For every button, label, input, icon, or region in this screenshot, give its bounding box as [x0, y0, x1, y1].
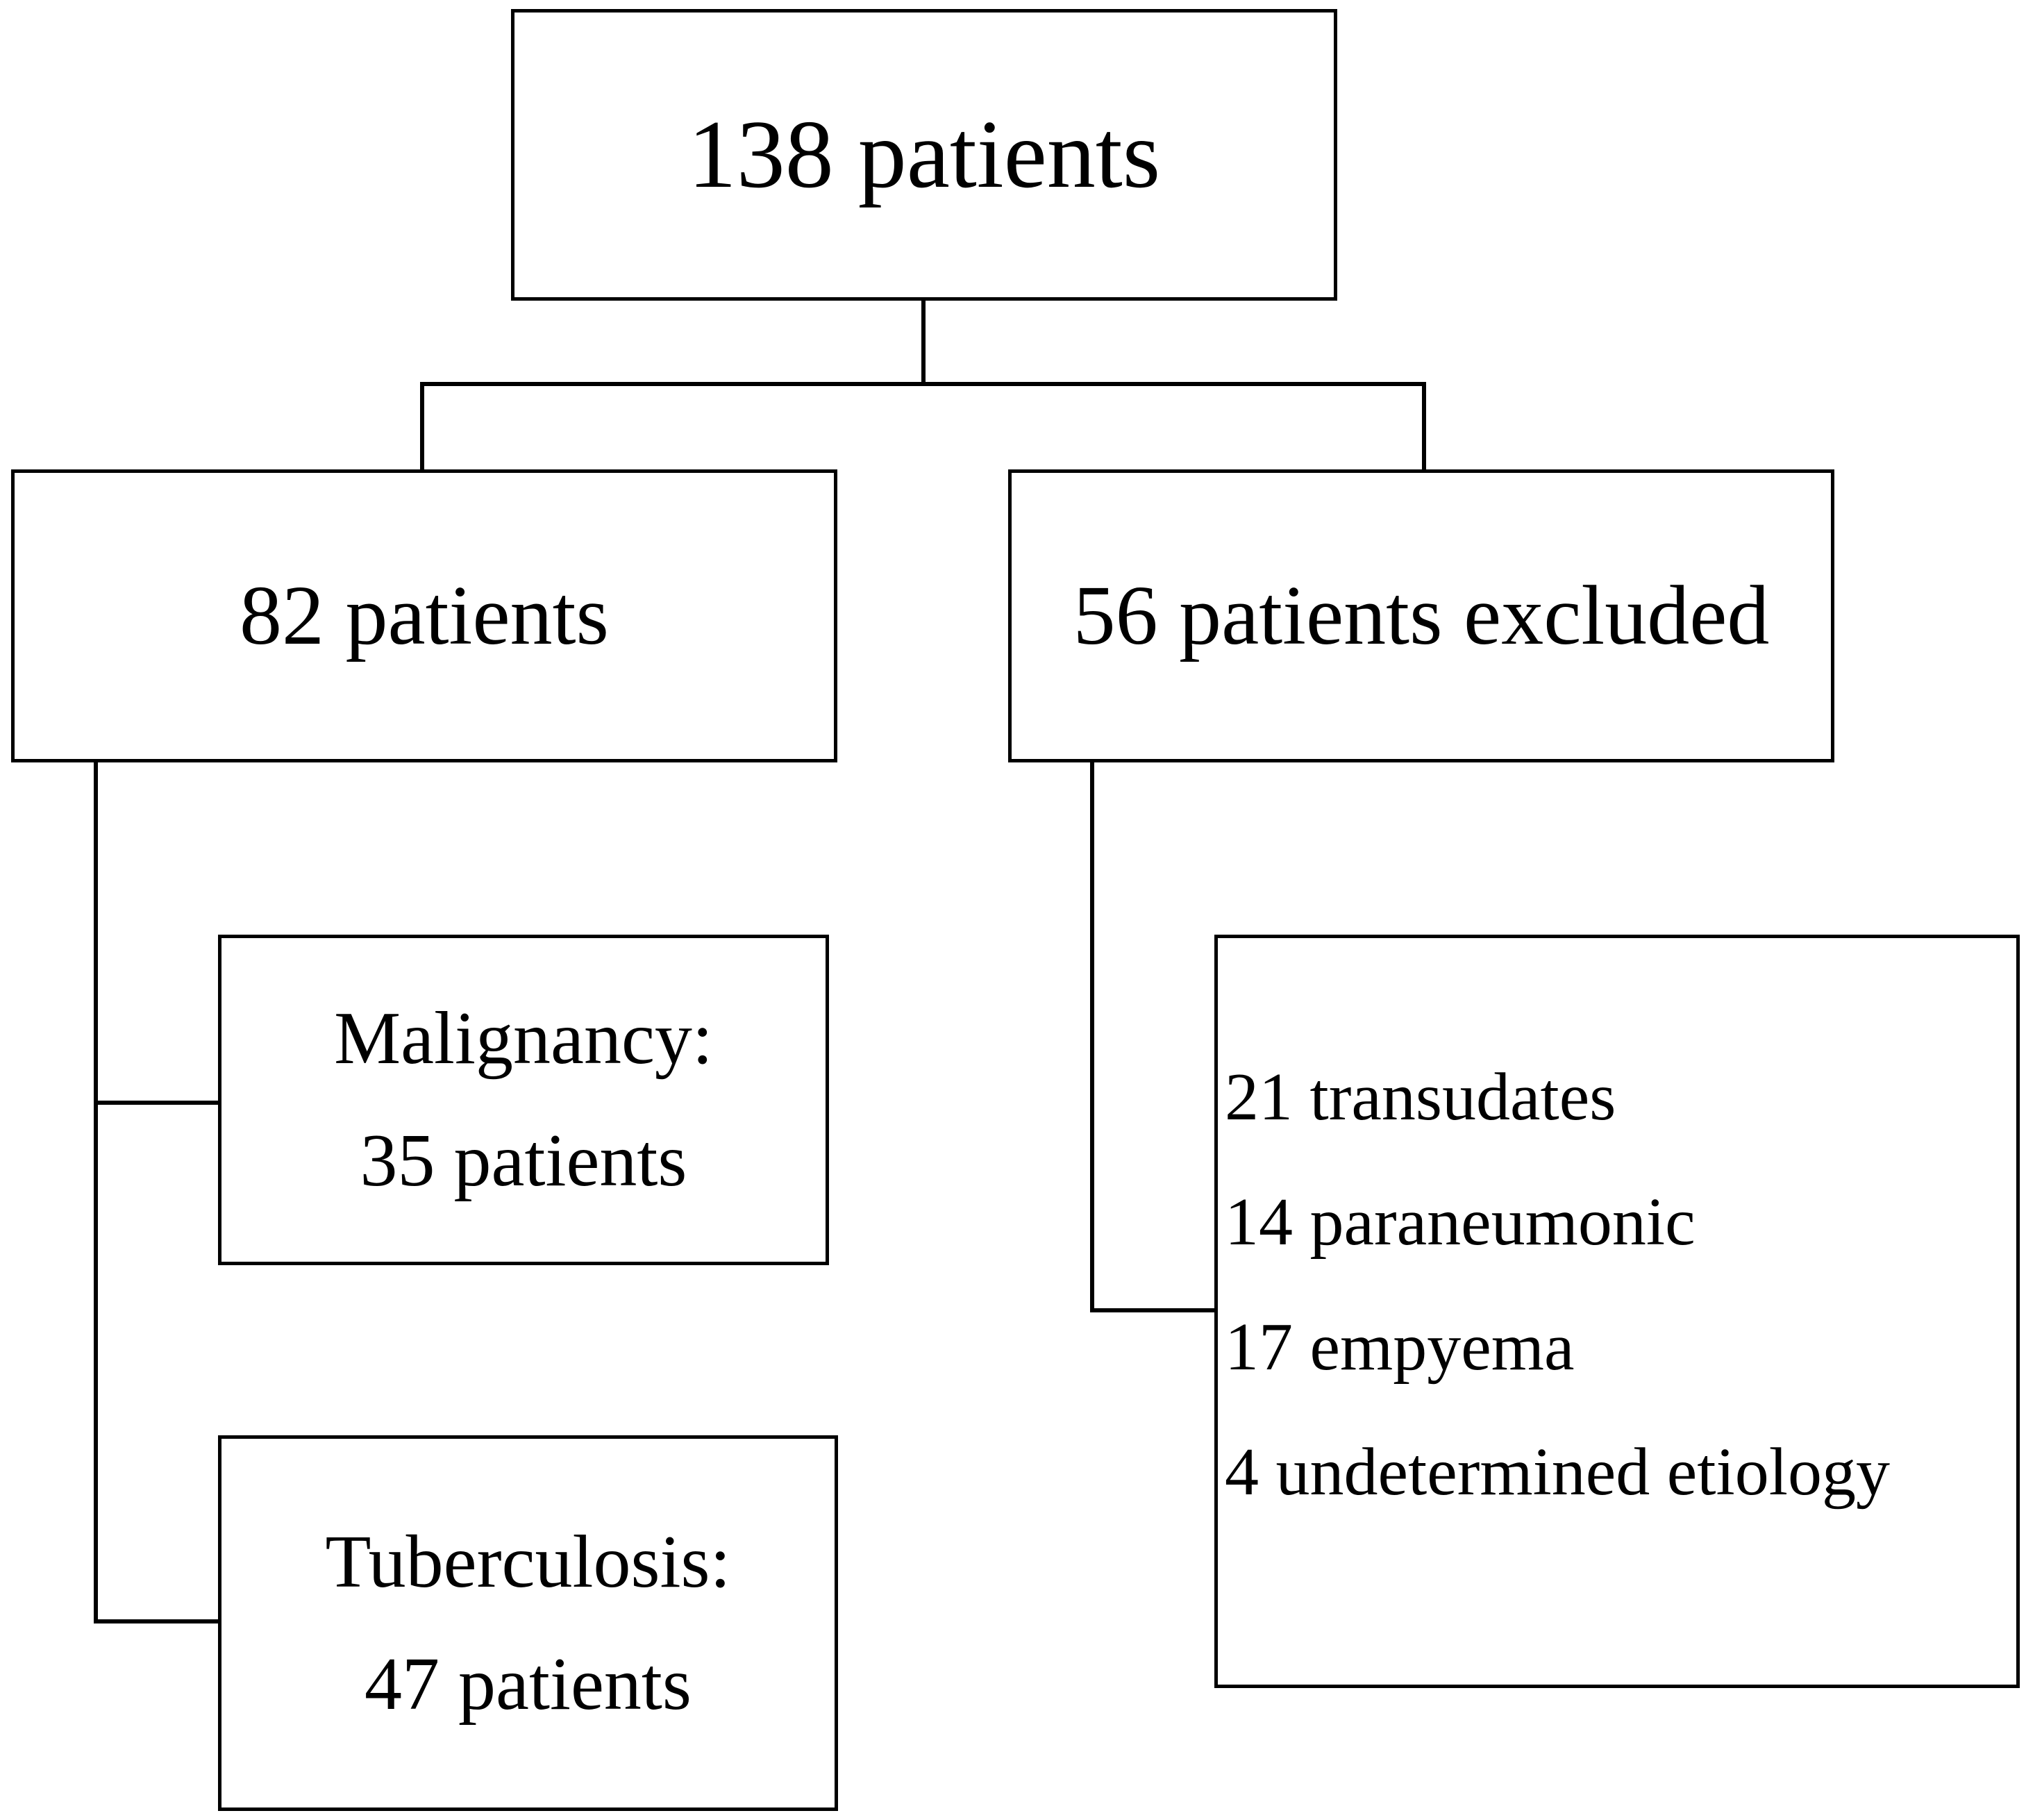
connector-left-drop [420, 382, 424, 471]
included-patients-box: 82 patients [11, 469, 837, 762]
tuberculosis-count: 47 patients [365, 1642, 692, 1726]
malignancy-count: 35 patients [360, 1119, 687, 1202]
total-patients-box: 138 patients [511, 9, 1337, 301]
connector-top-stem [921, 299, 926, 385]
connector-tuberculosis-branch [94, 1619, 220, 1623]
tuberculosis-title: Tuberculosis: [325, 1520, 731, 1603]
exclusion-reason-item: 4 undetermined etiology [1225, 1435, 1890, 1510]
included-patients-label: 82 patients [240, 569, 609, 662]
malignancy-box: Malignancy: 35 patients [218, 935, 829, 1265]
excluded-patients-label: 56 patients excluded [1073, 569, 1770, 662]
excluded-patients-box: 56 patients excluded [1008, 469, 1834, 762]
connector-top-horizontal [420, 382, 1426, 386]
tuberculosis-box: Tuberculosis: 47 patients [218, 1435, 838, 1811]
exclusion-reason-item: 17 empyema [1225, 1310, 1575, 1385]
exclusion-reasons-box: 21 transudates 14 paraneumonic 17 empyem… [1214, 935, 2020, 1688]
connector-included-vertical [94, 760, 98, 1623]
connector-malignancy-branch [94, 1101, 220, 1105]
connector-excluded-branch [1090, 1308, 1218, 1312]
exclusion-reason-item: 21 transudates [1225, 1060, 1616, 1135]
connector-right-drop [1422, 382, 1426, 471]
malignancy-title: Malignancy: [334, 997, 713, 1080]
total-patients-label: 138 patients [687, 101, 1161, 208]
connector-excluded-vertical [1090, 760, 1094, 1312]
exclusion-reason-item: 14 paraneumonic [1225, 1185, 1696, 1260]
